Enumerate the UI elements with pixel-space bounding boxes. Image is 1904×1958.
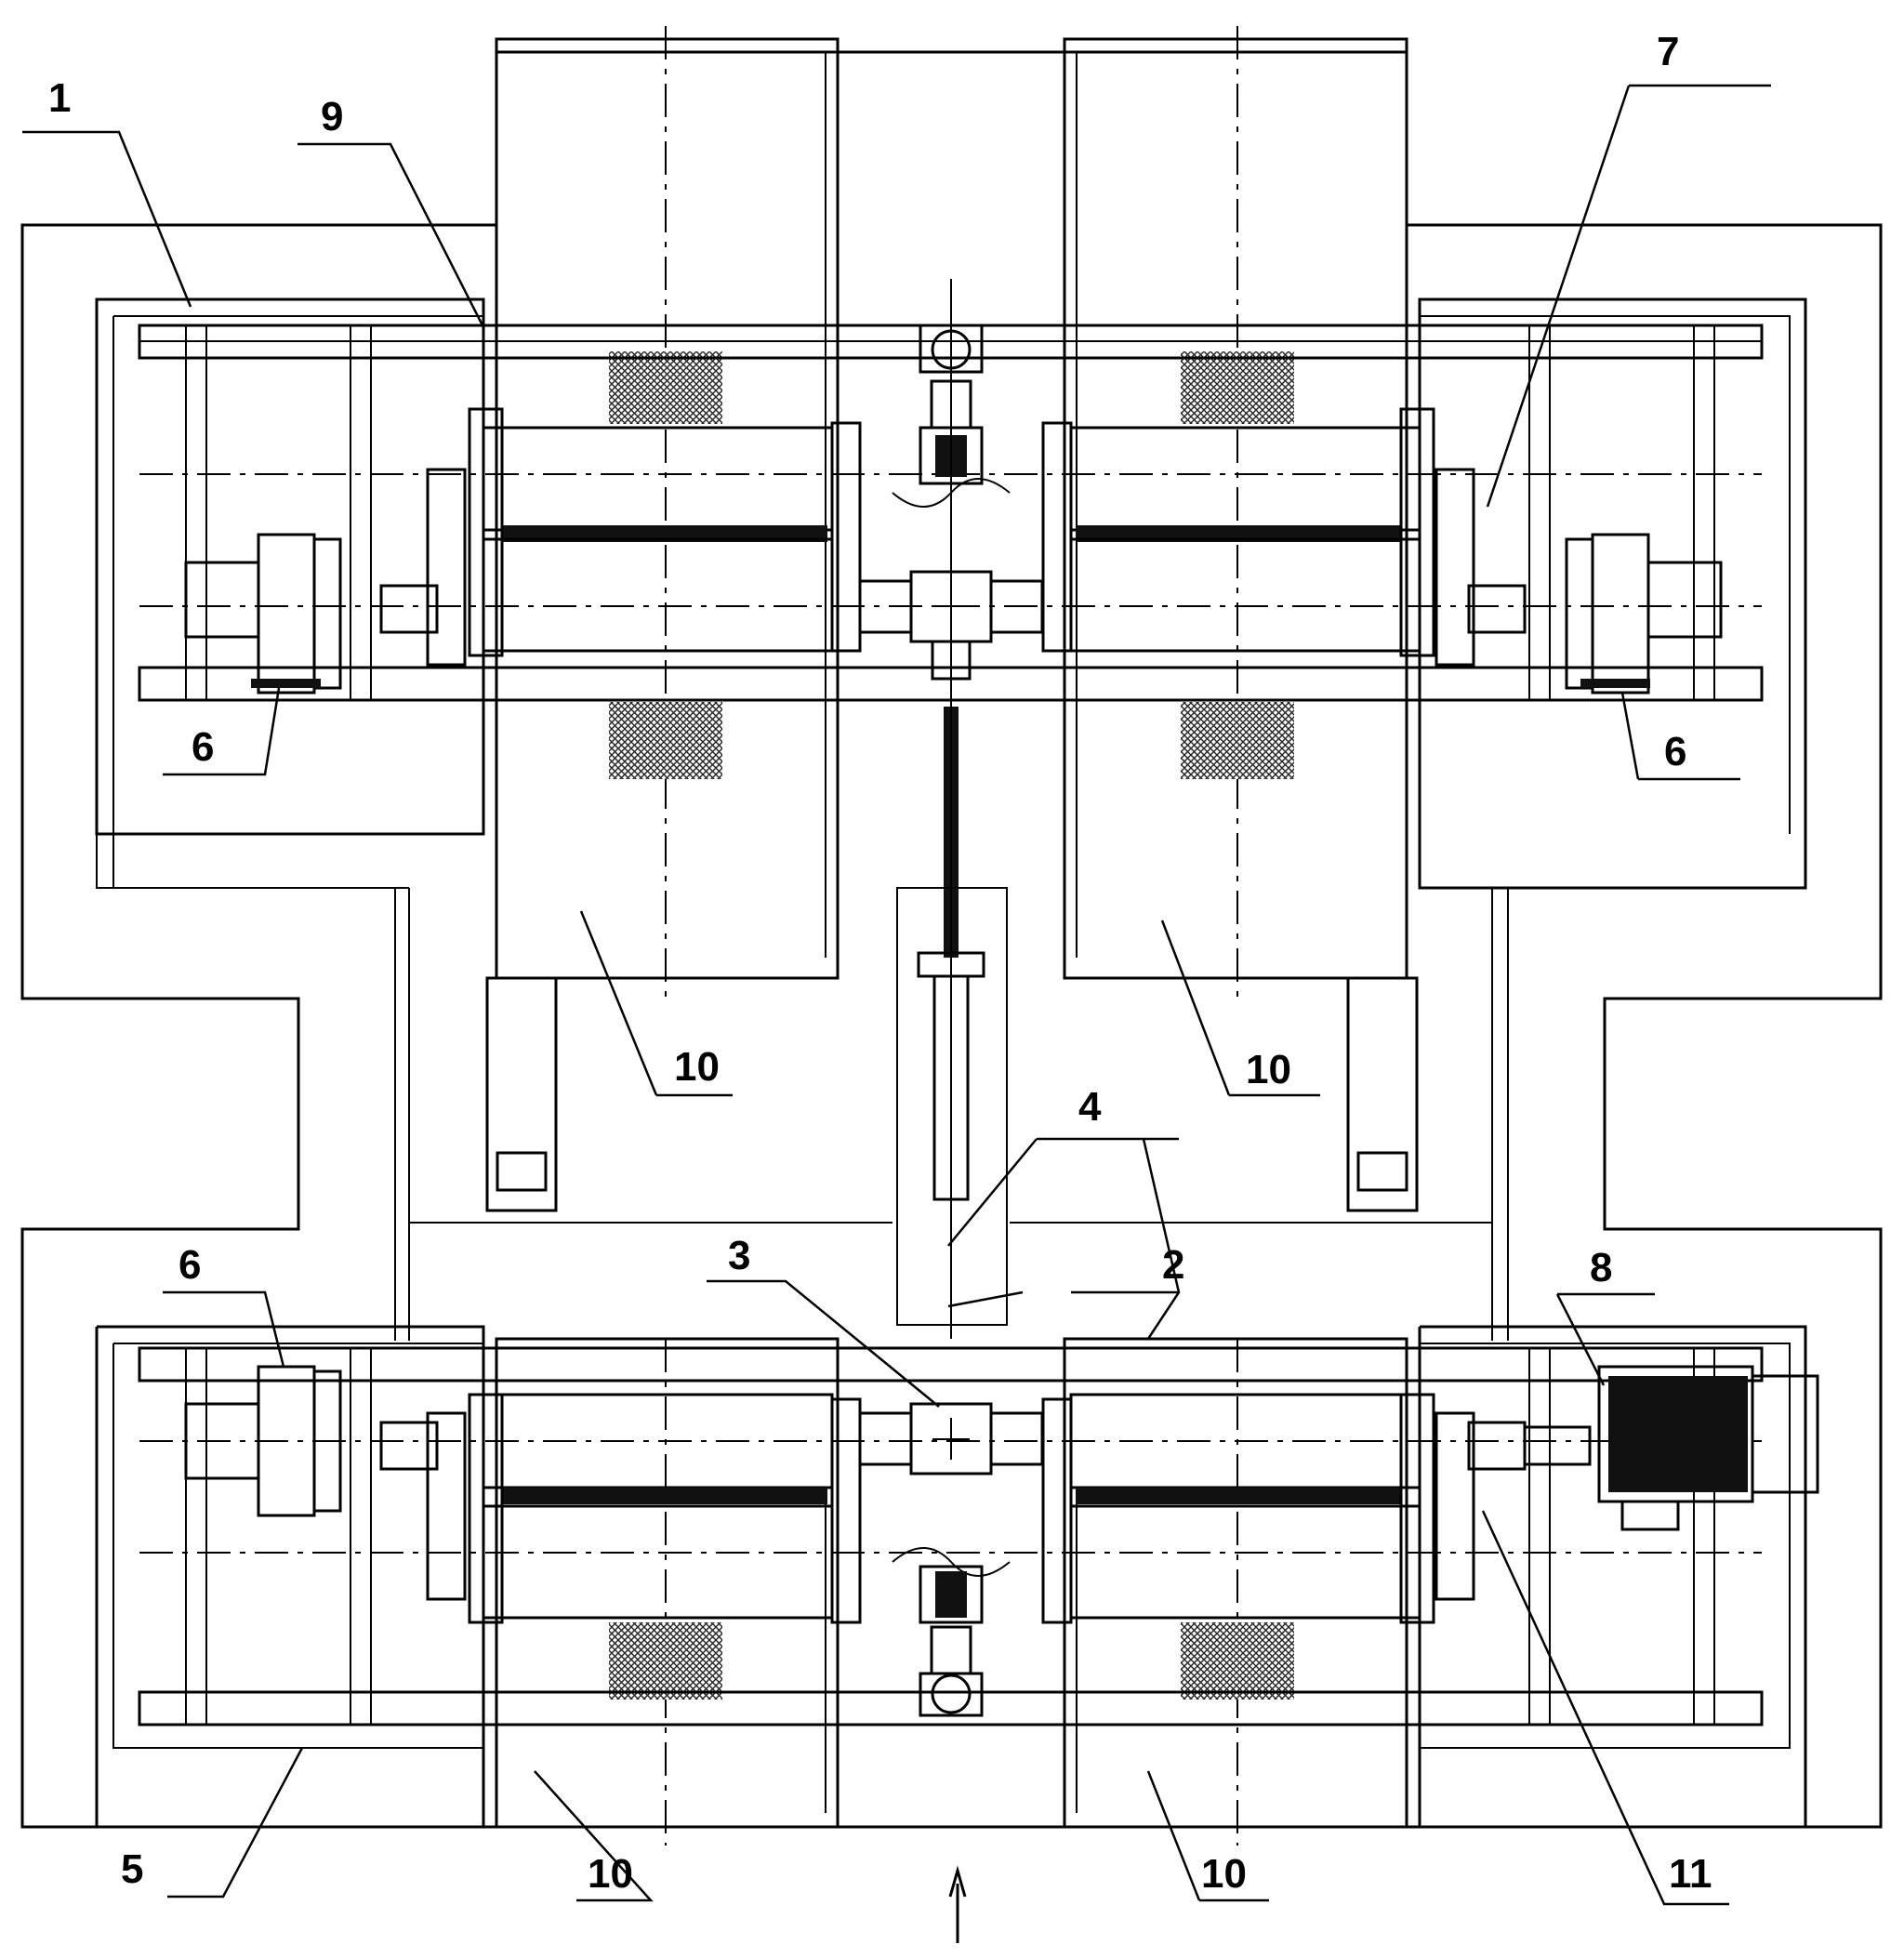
callout-10-lower-right: 10 [1201,1851,1247,1897]
callout-3: 3 [728,1233,750,1278]
callout-10-upper-right: 10 [1246,1047,1291,1092]
callout-6-lower-left: 6 [178,1242,201,1288]
callout-6-upper-right: 6 [1664,729,1686,774]
callout-2: 2 [1162,1242,1184,1288]
mesh-belts [609,351,1294,1700]
conveyor-boxes [495,26,1408,1846]
callout-labels: 1 9 7 6 6 6 10 10 4 3 2 8 5 10 10 11 [48,29,1712,1897]
motor [1523,1365,1819,1531]
callout-10-upper-left: 10 [674,1044,720,1090]
upper-center-gearbox [858,279,1044,1339]
callout-10-lower-left: 10 [588,1851,633,1897]
callout-4: 4 [1078,1084,1102,1130]
callout-11: 11 [1669,1851,1712,1897]
flow-arrow [948,1865,967,1943]
callout-6-upper-left: 6 [192,724,214,770]
callout-9: 9 [321,94,343,139]
callout-7: 7 [1657,29,1679,74]
callout-5: 5 [121,1846,143,1892]
callout-8: 8 [1590,1245,1612,1290]
leader-lines [22,84,1771,1906]
side-cylinders [485,976,1419,1212]
lower-drive-assembly [138,1346,1764,1726]
callout-1: 1 [48,75,71,121]
